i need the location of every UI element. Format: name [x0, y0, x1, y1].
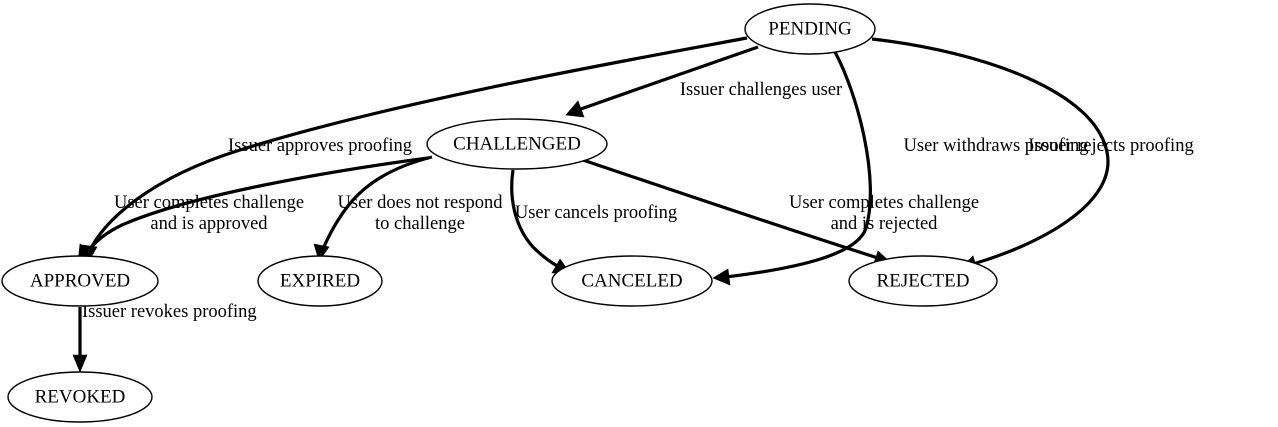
- edge-challenged-canceled-path: [510, 169, 560, 269]
- edge-label-challenged-approved-line1: User completes challenge: [114, 193, 304, 213]
- node-rejected-label: REJECTED: [877, 270, 970, 291]
- node-rejected[interactable]: REJECTED: [848, 255, 998, 307]
- edge-pending-challenged-path: [577, 45, 759, 112]
- edge-approved-revoked[interactable]: [72, 307, 88, 373]
- edge-challenged-approved-path: [86, 156, 429, 252]
- edge-pending-rejected-path: [871, 37, 1110, 266]
- edge-pending-challenged-arrowhead: [565, 100, 585, 118]
- edge-label-challenged-expired-line1: User does not respond: [338, 193, 504, 213]
- edge-pending-challenged[interactable]: [565, 45, 759, 118]
- edge-label-pending-rejected: Issuer rejects proofing: [1028, 136, 1193, 156]
- node-approved[interactable]: APPROVED: [1, 255, 159, 307]
- node-revoked-label: REVOKED: [35, 386, 126, 407]
- node-expired[interactable]: EXPIRED: [257, 255, 383, 307]
- edge-challenged-expired-path: [321, 155, 433, 250]
- edge-label-pending-challenged: Issuer challenges user: [680, 80, 842, 100]
- edge-pending-canceled-arrowhead: [712, 268, 731, 286]
- edge-label-pending-canceled: User withdraws proofing: [904, 136, 1089, 156]
- edge-label-pending-approved: Issuer approves proofing: [228, 136, 412, 156]
- edge-pending-canceled[interactable]: [712, 51, 872, 286]
- node-expired-label: EXPIRED: [280, 270, 360, 291]
- edge-label-layer: Issuer approves proofing Issuer challeng…: [82, 80, 1194, 322]
- node-canceled-label: CANCELED: [581, 270, 682, 291]
- node-canceled[interactable]: CANCELED: [551, 255, 713, 307]
- edge-label-challenged-approved-line2: and is approved: [150, 214, 268, 234]
- edge-pending-approved-path: [88, 36, 748, 251]
- node-pending-ellipse: [744, 3, 876, 55]
- node-approved-ellipse: [1, 255, 159, 307]
- edge-label-challenged-rejected-line1: User completes challenge: [789, 193, 979, 213]
- edge-pending-canceled-path: [725, 51, 872, 279]
- edge-approved-revoked-arrowhead: [72, 354, 88, 373]
- edge-label-challenged-expired-line2: to challenge: [375, 214, 465, 234]
- node-expired-ellipse: [257, 255, 383, 307]
- edge-label-approved-revoked: Issuer revokes proofing: [82, 302, 257, 322]
- node-layer: PENDING CHALLENGED APPROVED EXPIRED CANC…: [1, 3, 998, 423]
- node-rejected-ellipse: [848, 255, 998, 307]
- node-approved-label: APPROVED: [30, 270, 130, 291]
- node-pending[interactable]: PENDING: [744, 3, 876, 55]
- edge-label-challenged-rejected-line2: and is rejected: [831, 214, 939, 234]
- node-revoked-ellipse: [7, 371, 153, 423]
- edge-challenged-rejected-path: [579, 157, 879, 260]
- node-pending-label: PENDING: [768, 18, 852, 39]
- node-challenged-ellipse: [426, 118, 608, 170]
- node-challenged[interactable]: CHALLENGED: [426, 118, 608, 170]
- node-revoked[interactable]: REVOKED: [7, 371, 153, 423]
- node-canceled-ellipse: [551, 255, 713, 307]
- edge-label-challenged-canceled: User cancels proofing: [515, 203, 677, 223]
- node-challenged-label: CHALLENGED: [453, 133, 581, 154]
